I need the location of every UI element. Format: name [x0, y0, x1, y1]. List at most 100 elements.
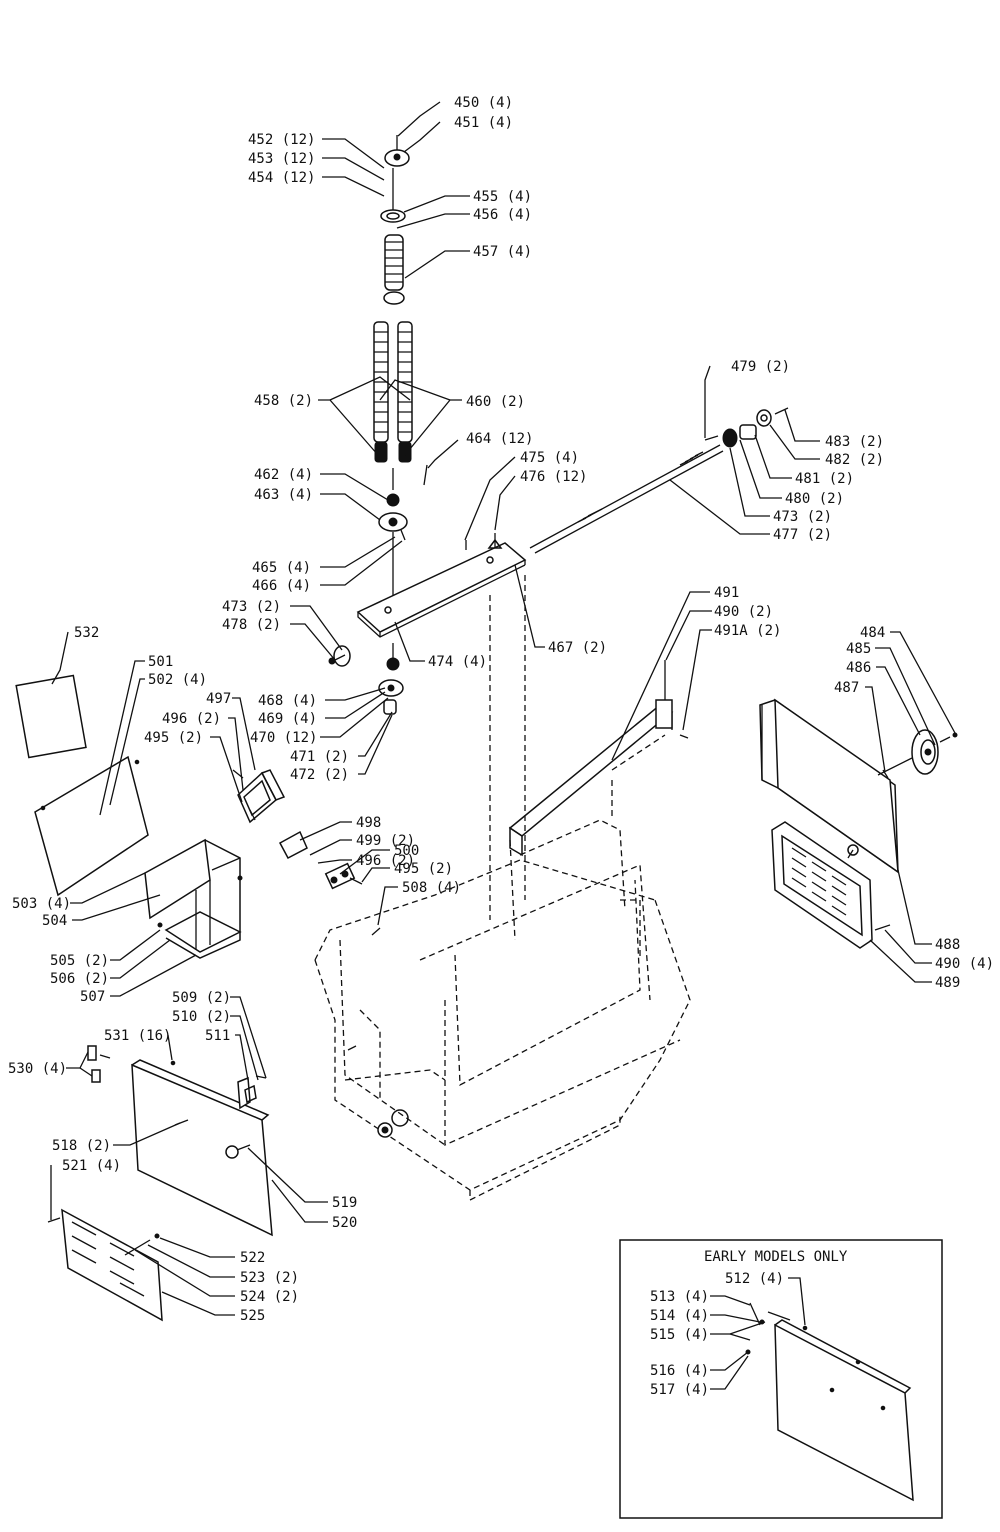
- callout-473b: 473 (2): [773, 509, 832, 525]
- callout-523: 523 (2): [240, 1270, 299, 1286]
- callout-452: 452 (12): [248, 132, 315, 148]
- callout-474: 474 (4): [428, 654, 487, 670]
- callout-507: 507: [80, 989, 105, 1005]
- inset-title: EARLY MODELS ONLY: [704, 1249, 848, 1265]
- artwork: [15, 101, 958, 1519]
- bracket-frame: [144, 838, 243, 959]
- cross-arm: [508, 660, 689, 857]
- callout-509: 509 (2): [172, 990, 231, 1006]
- callout-496b: 496 (2): [356, 853, 415, 869]
- callout-469: 469 (4): [258, 711, 317, 727]
- callout-labels: 450 (4) 451 (4) 452 (12) 453 (12) 454 (1…: [8, 95, 994, 1398]
- callout-468: 468 (4): [258, 693, 317, 709]
- callout-491: 491: [714, 585, 739, 601]
- callout-454: 454 (12): [248, 170, 315, 186]
- callout-532: 532: [74, 625, 99, 641]
- callout-470: 470 (12): [250, 730, 317, 746]
- callout-496a: 496 (2): [162, 711, 221, 727]
- callout-506: 506 (2): [50, 971, 109, 987]
- callout-524: 524 (2): [240, 1289, 299, 1305]
- callout-464: 464 (12): [466, 431, 533, 447]
- callout-477: 477 (2): [773, 527, 832, 543]
- callout-472: 472 (2): [290, 767, 349, 783]
- access-door: [87, 1045, 273, 1237]
- callout-499: 499 (2): [356, 833, 415, 849]
- callout-503: 503 (4): [12, 896, 71, 912]
- callout-479: 479 (2): [731, 359, 790, 375]
- callout-458: 458 (2): [254, 393, 313, 409]
- callout-512: 512 (4): [725, 1271, 784, 1287]
- side-panel: [34, 755, 149, 897]
- callout-517: 517 (4): [650, 1382, 709, 1398]
- callout-478: 478 (2): [222, 617, 281, 633]
- mounting-plate: [356, 533, 527, 638]
- callout-505: 505 (2): [50, 953, 109, 969]
- callout-460: 460 (2): [466, 394, 525, 410]
- callout-463: 463 (4): [254, 487, 313, 503]
- callout-521: 521 (4): [62, 1158, 121, 1174]
- callout-495a: 495 (2): [144, 730, 203, 746]
- callout-491A: 491A (2): [714, 623, 781, 639]
- cabinet: [314, 575, 691, 1202]
- callout-497: 497: [206, 691, 231, 707]
- callout-490b: 490 (4): [935, 956, 994, 972]
- callout-473a: 473 (2): [222, 599, 281, 615]
- callout-484: 484: [860, 625, 885, 641]
- callout-455: 455 (4): [473, 189, 532, 205]
- callout-480: 480 (2): [785, 491, 844, 507]
- callout-482: 482 (2): [825, 452, 884, 468]
- switch-box: [232, 769, 286, 824]
- callout-490a: 490 (2): [714, 604, 773, 620]
- callout-518: 518 (2): [52, 1138, 111, 1154]
- callout-488: 488: [935, 937, 960, 953]
- callout-467: 467 (2): [548, 640, 607, 656]
- callout-508: 508 (4): [402, 880, 461, 896]
- callout-457: 457 (4): [473, 244, 532, 260]
- callout-504: 504: [42, 913, 67, 929]
- callout-475: 475 (4): [520, 450, 579, 466]
- callout-531: 531 (16): [104, 1028, 171, 1044]
- callout-465: 465 (4): [252, 560, 311, 576]
- callout-481: 481 (2): [795, 471, 854, 487]
- callout-489: 489: [935, 975, 960, 991]
- shaft: [529, 407, 789, 554]
- callout-510: 510 (2): [172, 1009, 231, 1025]
- early-models-inset: [619, 1239, 943, 1519]
- callout-525: 525: [240, 1308, 265, 1324]
- callout-487: 487: [834, 680, 859, 696]
- callout-451: 451 (4): [454, 115, 513, 131]
- callout-522: 522: [240, 1250, 265, 1266]
- callout-520: 520: [332, 1215, 357, 1231]
- callout-498: 498: [356, 815, 381, 831]
- vent-grille: [771, 821, 891, 949]
- door-grille: [47, 1208, 163, 1322]
- lower-spring-mount: [328, 643, 404, 715]
- callout-515: 515 (4): [650, 1327, 709, 1343]
- callout-514: 514 (4): [650, 1308, 709, 1324]
- label-plate: [15, 674, 87, 759]
- spring-column-assembly: [373, 135, 428, 600]
- callout-485: 485: [846, 641, 871, 657]
- callout-462: 462 (4): [254, 467, 313, 483]
- callout-483: 483 (2): [825, 434, 884, 450]
- callout-519: 519: [332, 1195, 357, 1211]
- rear-panel: [759, 698, 958, 874]
- callout-450: 450 (4): [454, 95, 513, 111]
- callout-476: 476 (12): [520, 469, 587, 485]
- leader-lines: [50, 101, 956, 1390]
- callout-530: 530 (4): [8, 1061, 67, 1077]
- callout-502: 502 (4): [148, 672, 207, 688]
- callout-453: 453 (12): [248, 151, 315, 167]
- callout-513: 513 (4): [650, 1289, 709, 1305]
- callout-511: 511: [205, 1028, 230, 1044]
- callout-495b: 495 (2): [394, 861, 453, 877]
- callout-471: 471 (2): [290, 749, 349, 765]
- switch: [278, 830, 363, 890]
- callout-486: 486: [846, 660, 871, 676]
- callout-456: 456 (4): [473, 207, 532, 223]
- callout-500: 500: [394, 843, 419, 859]
- callout-466: 466 (4): [252, 578, 311, 594]
- callout-501: 501: [148, 654, 173, 670]
- callout-516: 516 (4): [650, 1363, 709, 1379]
